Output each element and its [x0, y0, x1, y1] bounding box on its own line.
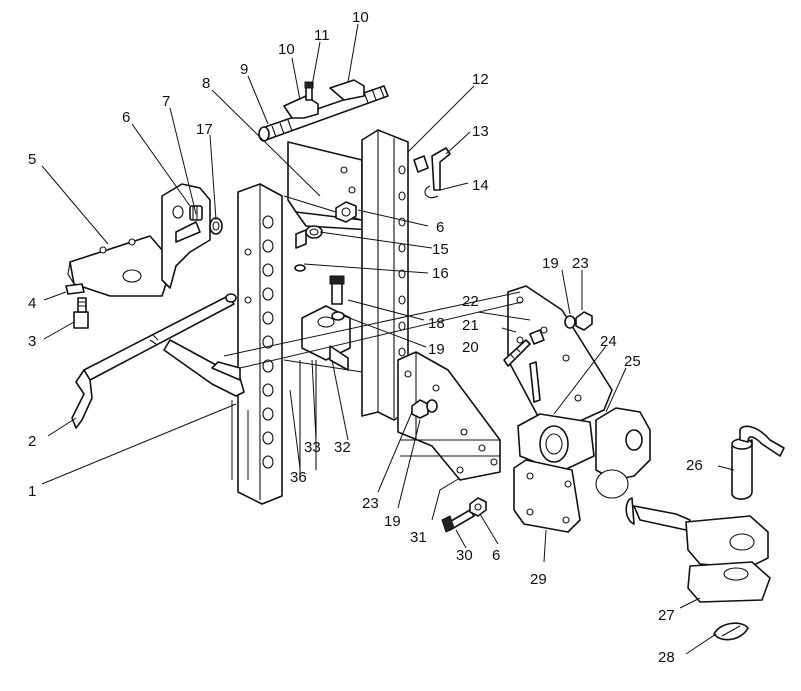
callout-3: 3 — [28, 333, 36, 350]
part-29-coupling-housing — [513, 459, 581, 533]
callout-32: 32 — [334, 439, 351, 456]
callout-24: 24 — [600, 333, 617, 350]
callout-6: 6 — [122, 109, 130, 126]
callout-23: 23 — [362, 495, 379, 512]
part-14-clip — [424, 185, 439, 199]
callout-16: 16 — [432, 265, 449, 282]
part-6-nut-center — [335, 201, 357, 223]
callout-10: 10 — [352, 9, 369, 26]
leader-lines — [41, 23, 735, 655]
callout-36: 36 — [290, 469, 307, 486]
callout-23: 23 — [572, 255, 589, 272]
callout-labels: 1 2 3 4 5 6 6 6 7 8 9 10 10 11 12 13 14 … — [28, 9, 703, 666]
callout-5: 5 — [28, 151, 36, 168]
part-19-washer-lower — [426, 399, 438, 413]
part-30-bolt — [441, 509, 475, 533]
part-24-shaft — [517, 413, 595, 473]
callout-33: 33 — [304, 439, 321, 456]
callout-18: 18 — [428, 315, 445, 332]
part-11-screw — [304, 81, 314, 101]
callout-29: 29 — [530, 571, 547, 588]
callout-28: 28 — [658, 649, 675, 666]
part-1-lower-strut — [163, 339, 245, 397]
part-10-clamp-left — [283, 95, 319, 119]
part-23-nut-lower — [411, 399, 429, 419]
callout-11: 11 — [314, 27, 330, 44]
part-20-bolt — [503, 339, 531, 367]
callout-6: 6 — [436, 219, 444, 236]
callout-26: 26 — [686, 457, 703, 474]
part-1-left-rail — [237, 183, 283, 505]
part-15-washer — [305, 225, 323, 239]
part-14-ring — [413, 155, 429, 173]
callout-22: 22 — [462, 293, 479, 310]
callout-19: 19 — [428, 341, 445, 358]
part-9-threaded-rod — [258, 85, 389, 142]
callout-19: 19 — [542, 255, 559, 272]
part-10-clamp-right — [329, 79, 365, 101]
part-28-key — [713, 622, 749, 641]
callout-13: 13 — [472, 123, 489, 140]
part-17-washer — [209, 217, 223, 235]
callout-4: 4 — [28, 295, 36, 312]
part-8-back-plate — [287, 141, 373, 231]
callout-17: 17 — [196, 121, 213, 138]
callout-12: 12 — [472, 71, 489, 88]
guide-outlines — [223, 291, 523, 480]
part-13-pin — [431, 147, 451, 191]
callout-30: 30 — [456, 547, 473, 564]
part-23-nut-upper — [575, 311, 593, 331]
part-4-washer — [65, 283, 85, 295]
callout-2: 2 — [28, 433, 36, 450]
callout-7: 7 — [162, 93, 170, 110]
callout-15: 15 — [432, 241, 449, 258]
part-2-handle-rod — [71, 293, 237, 429]
callout-20: 20 — [462, 339, 479, 356]
callout-19: 19 — [384, 513, 401, 530]
part-19-washer-upper — [564, 315, 576, 329]
part-25-hitch-body — [595, 407, 651, 499]
part-3-bolt — [73, 297, 89, 329]
part-26-pin — [731, 425, 785, 500]
part-12-right-rail — [361, 129, 409, 421]
part-31-front-plate — [397, 351, 501, 481]
part-21-pin — [529, 361, 541, 403]
callout-14: 14 — [472, 177, 489, 194]
callout-31: 31 — [410, 529, 427, 546]
callout-21: 21 — [462, 317, 479, 334]
part-21-nut — [529, 329, 545, 345]
callout-9: 9 — [240, 61, 248, 78]
callout-6: 6 — [492, 547, 500, 564]
part-27-hook — [625, 497, 771, 603]
callout-25: 25 — [624, 353, 641, 370]
callout-1: 1 — [28, 483, 36, 500]
callout-8: 8 — [202, 75, 210, 92]
part-19-nut-block — [331, 311, 345, 321]
part-6-nut-lower — [469, 497, 487, 517]
part-32-bolt — [329, 275, 345, 305]
part-16-pin — [294, 229, 307, 272]
callout-10: 10 — [278, 41, 295, 58]
callout-27: 27 — [658, 607, 675, 624]
